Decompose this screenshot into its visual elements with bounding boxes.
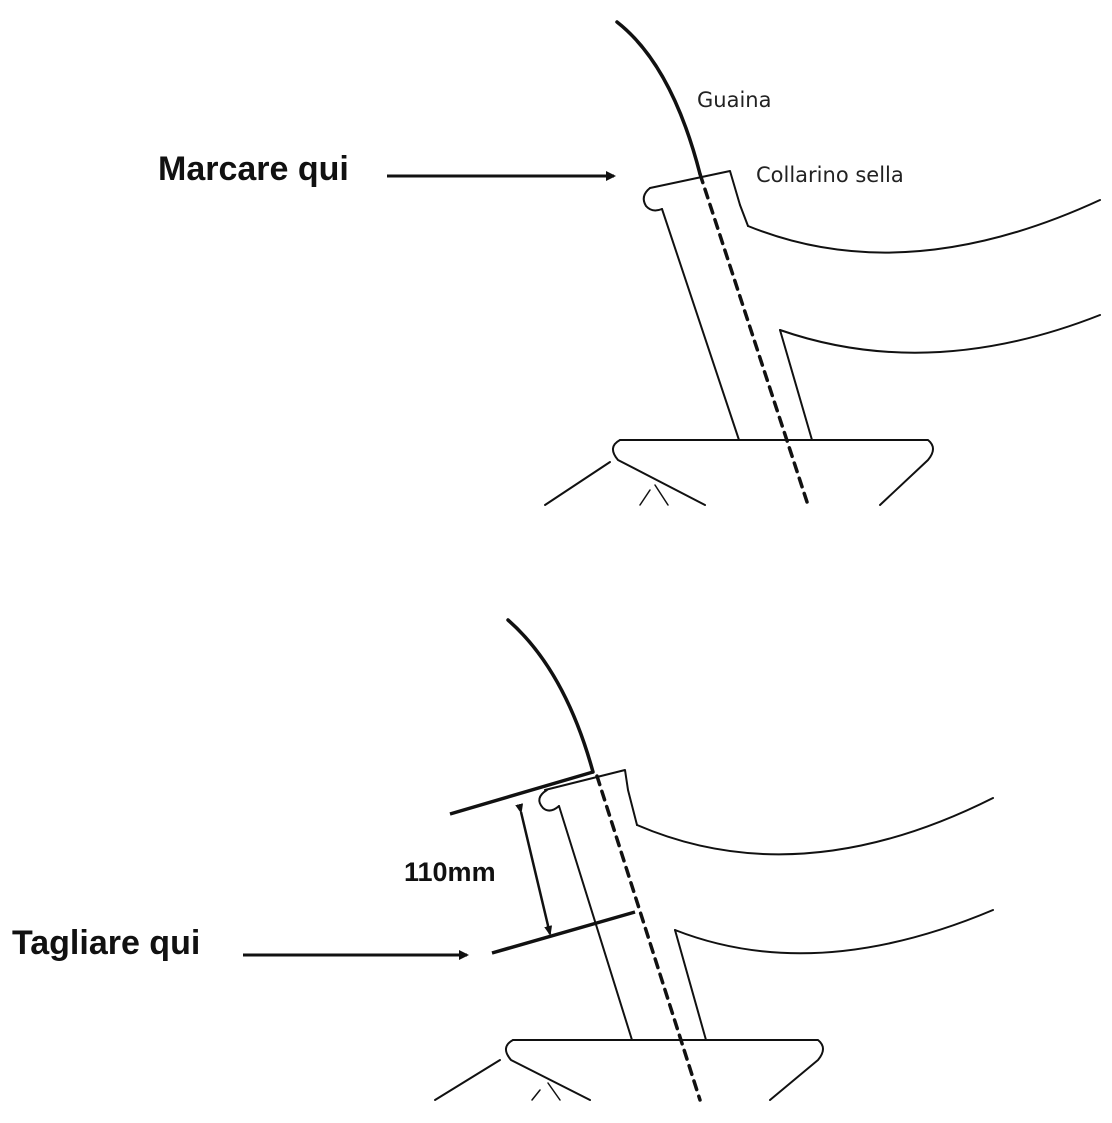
mark-line [449,770,594,816]
frame-drawing-top [544,20,1101,507]
mark-here-label: Marcare qui [158,150,349,188]
bottom-panel: 110mm Tagliare qui [12,618,994,1102]
dimension-arrow [515,803,553,936]
sheath-label: Guaina [697,88,771,112]
cut-line [491,910,636,955]
sheath-cable-bottom [506,618,595,774]
sheath-cable-top [615,20,702,176]
cut-here-label: Tagliare qui [12,924,200,962]
frame-drawing-bottom [434,618,994,1102]
top-panel: Marcare qui Guaina Collarino sella [158,20,1101,507]
measurement-label: 110mm [404,857,496,887]
seat-collar-label: Collarino sella [756,163,904,187]
